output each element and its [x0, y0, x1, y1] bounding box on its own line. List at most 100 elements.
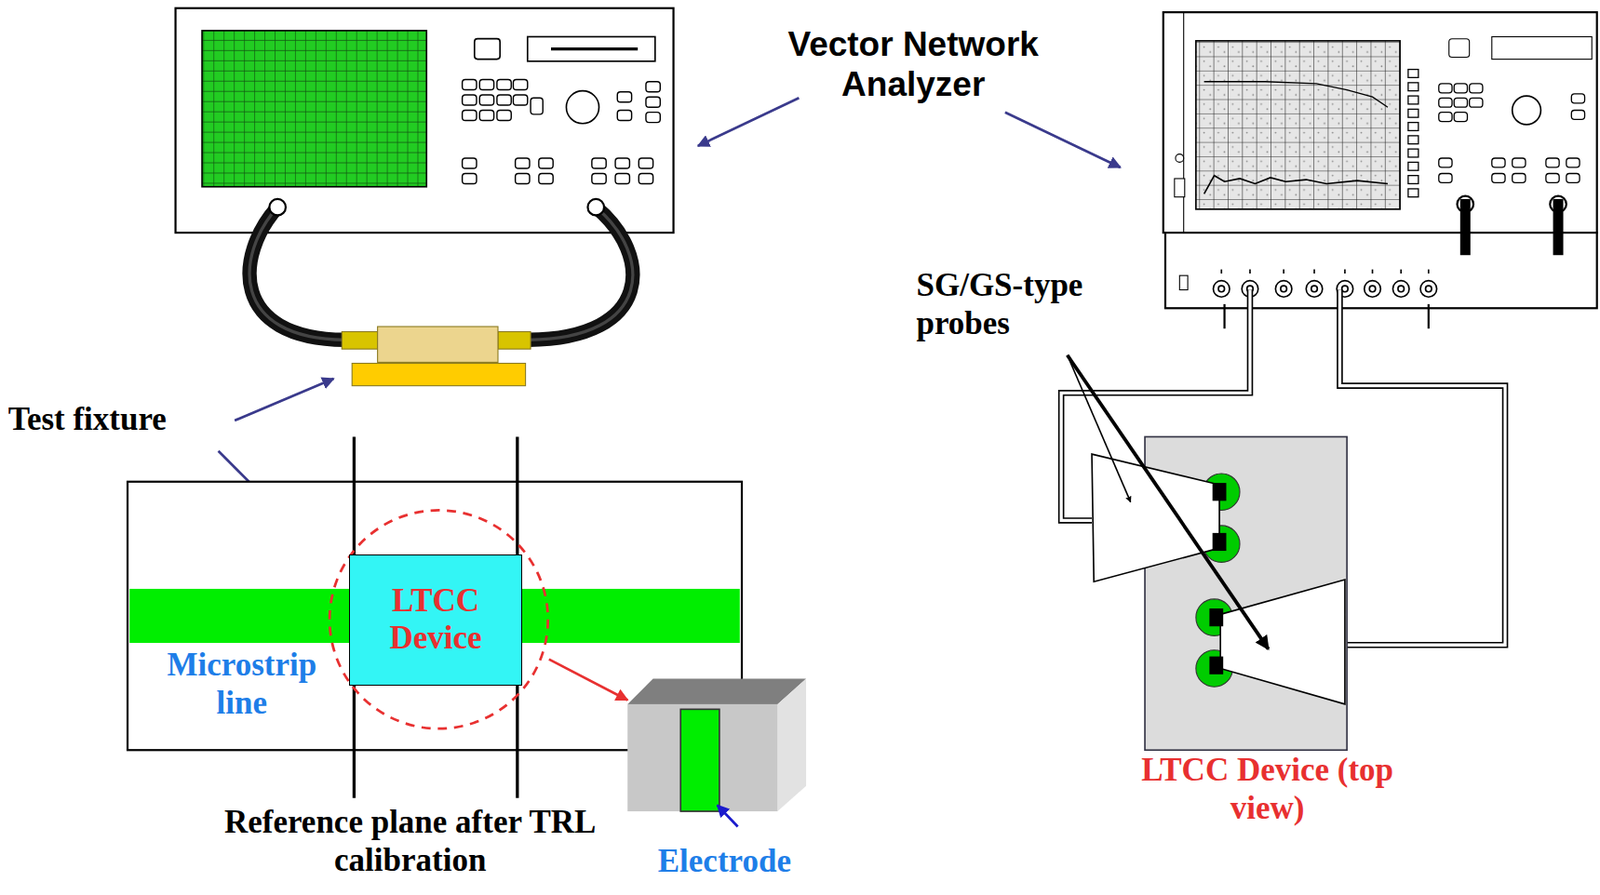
vna-port [1249, 269, 1251, 274]
vna-buttons [497, 109, 511, 121]
vna-right [1449, 39, 1470, 58]
vna-buttons [1408, 175, 1419, 185]
vna-port [1313, 269, 1316, 274]
test-fixture-drawing [497, 331, 531, 350]
vna-buttons [479, 94, 494, 106]
vna-port [1282, 269, 1285, 274]
vna-port [1220, 269, 1223, 274]
vna-buttons [530, 97, 543, 115]
vna-cable [528, 207, 633, 341]
probe [1213, 484, 1226, 501]
vna-cable [528, 207, 633, 341]
vna-port [1218, 285, 1225, 293]
vna-buttons [1408, 108, 1419, 118]
vna-buttons [538, 158, 553, 169]
vna-buttons [591, 173, 606, 184]
probe-cable [1339, 290, 1506, 646]
test-fixture-drawing [377, 326, 498, 363]
vna-port [1369, 285, 1376, 293]
vna-buttons [1408, 69, 1419, 79]
probe [1213, 534, 1226, 552]
vna-buttons [479, 109, 494, 121]
vna-buttons [1408, 95, 1419, 105]
vna-buttons [1566, 173, 1580, 183]
probe [1091, 454, 1345, 705]
vna-buttons [462, 94, 477, 106]
vna-buttons [638, 173, 653, 184]
vna-buttons [1408, 148, 1419, 158]
device-box: LTCC Device [349, 554, 522, 687]
electrode-chip [627, 678, 807, 827]
vna-buttons [1571, 109, 1585, 120]
vna-buttons [645, 112, 660, 123]
leader-arrow [1067, 355, 1269, 650]
electrode-chip [627, 704, 778, 812]
vna-right [1165, 232, 1598, 309]
leader-arrow [1067, 355, 1269, 650]
vna-buttons [1512, 173, 1526, 183]
vna-buttons [462, 173, 477, 184]
vna-right [1175, 154, 1184, 163]
vna-port [1305, 281, 1323, 298]
vna-buttons [479, 80, 494, 91]
vna-buttons [497, 80, 511, 91]
device-view-label: LTCC Device (top view) [1134, 752, 1400, 828]
vna-buttons [1546, 158, 1560, 168]
fixture-label: Test fixture [8, 401, 242, 439]
electrode-chip [717, 805, 739, 827]
vna-right [1163, 12, 1598, 233]
vna-buttons [1492, 158, 1506, 168]
vna-buttons [591, 158, 606, 169]
vna-port [1392, 281, 1410, 298]
vna-buttons [1438, 97, 1453, 108]
vna-buttons [462, 80, 477, 91]
vna-buttons [1546, 173, 1560, 183]
fixture-top-view [549, 659, 628, 701]
instrument-label: Vector Network Analyzer [736, 25, 1090, 105]
vna-buttons [615, 158, 630, 169]
vna-buttons [1408, 122, 1419, 132]
vna-port [1420, 281, 1438, 298]
vna-buttons [1492, 173, 1506, 183]
vna-port [1344, 269, 1346, 274]
vna-buttons [1469, 97, 1483, 108]
vna-port [1280, 285, 1288, 293]
vna-left [175, 8, 674, 233]
vna-buttons [1408, 161, 1419, 171]
vna-right [1512, 95, 1542, 125]
leader-arrow [698, 97, 800, 147]
vna-right [1183, 12, 1184, 233]
vna-port [1427, 269, 1430, 274]
probe-cable [1339, 290, 1506, 646]
vna-left [474, 39, 500, 60]
test-fixture-drawing [351, 363, 525, 387]
vna-buttons [1408, 188, 1419, 198]
vna-port [1213, 269, 1438, 298]
test-fixture-drawing [341, 326, 531, 387]
vna-buttons [617, 92, 632, 103]
vna-buttons [512, 94, 527, 106]
vna-right [1196, 40, 1400, 210]
vna-buttons [1453, 97, 1467, 108]
vna-port [1311, 285, 1318, 293]
leader-arrow [1067, 355, 1131, 503]
vna-left [565, 91, 599, 124]
vna-port [1364, 281, 1382, 298]
vna-buttons [515, 158, 530, 169]
vna-buttons [497, 94, 511, 106]
vna-port [1213, 281, 1231, 298]
vna-right [1223, 304, 1225, 329]
fixture-top-view [329, 510, 549, 729]
test-fixture-drawing [341, 331, 377, 350]
vna-port [1399, 269, 1402, 274]
electrode-chip [627, 678, 807, 704]
probe [1091, 454, 1220, 582]
electrode-chip [777, 678, 807, 812]
vna-right [1179, 275, 1188, 290]
vna-left [201, 30, 427, 188]
vna-cable [249, 207, 345, 341]
vna-buttons [1453, 112, 1467, 122]
vna-buttons [1512, 158, 1526, 168]
probe-label: SG/GS-type probes [915, 267, 1144, 343]
vna-left [551, 47, 638, 51]
